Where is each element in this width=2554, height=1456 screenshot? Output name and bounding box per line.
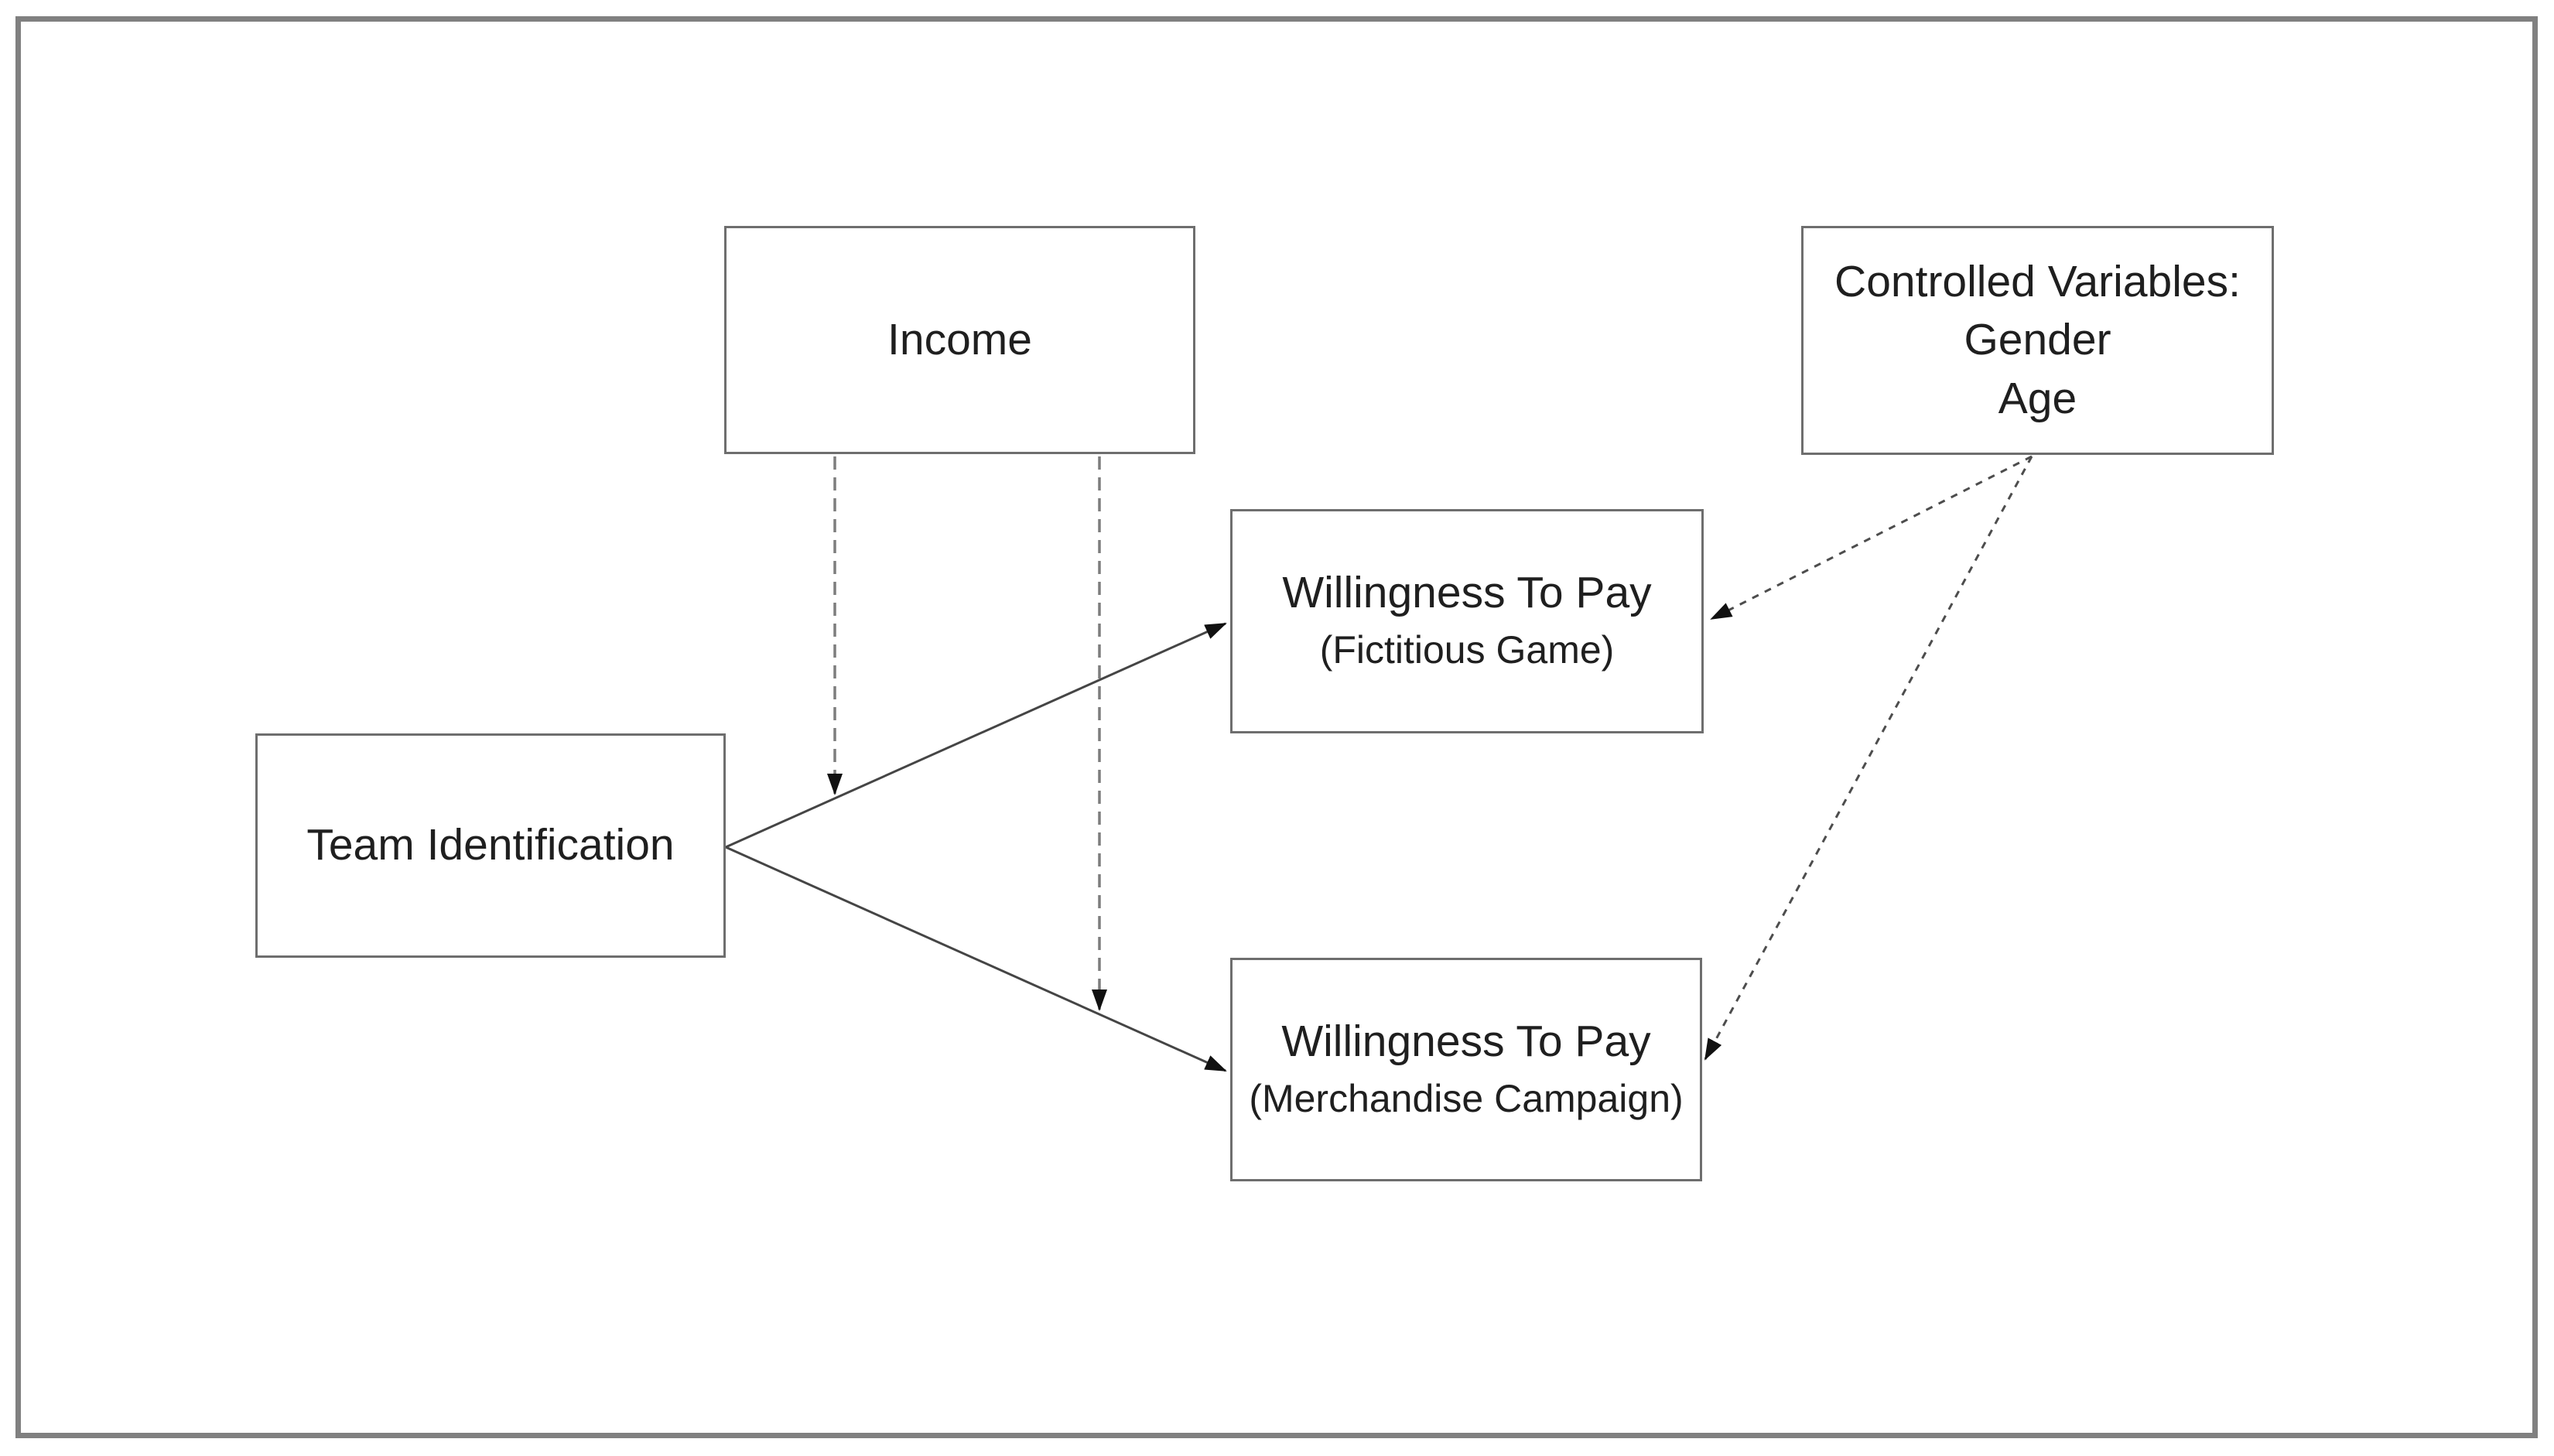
wtp-fictitious-game-title: Willingness To Pay [1282,568,1652,618]
income-box: Income [724,226,1195,454]
team-identification-label: Team Identification [306,820,675,870]
controlled-variable-age: Age [1998,373,2077,423]
wtp-fictitious-game-box: Willingness To Pay (Fictitious Game) [1230,509,1704,733]
wtp-merchandise-campaign-title: Willingness To Pay [1281,1016,1651,1066]
connector-team-to-wtp-game [725,622,1227,849]
wtp-merchandise-campaign-box: Willingness To Pay (Merchandise Campaign… [1230,958,1702,1181]
controlled-variable-gender: Gender [1964,315,2111,365]
connector-team-to-wtp-merch [725,846,1227,1072]
controlled-variables-box: Controlled Variables: Gender Age [1801,226,2274,455]
team-identification-box: Team Identification [255,733,726,958]
income-label: Income [887,314,1032,364]
wtp-fictitious-game-subtitle: (Fictitious Game) [1319,628,1615,672]
wtp-merchandise-campaign-subtitle: (Merchandise Campaign) [1249,1076,1684,1120]
connector-controlled-to-wtp-game [1710,455,2033,620]
connector-controlled-to-wtp-merch [1704,456,2033,1061]
outer-frame-border [15,16,2538,1438]
controlled-variables-title: Controlled Variables: [1834,257,2241,307]
